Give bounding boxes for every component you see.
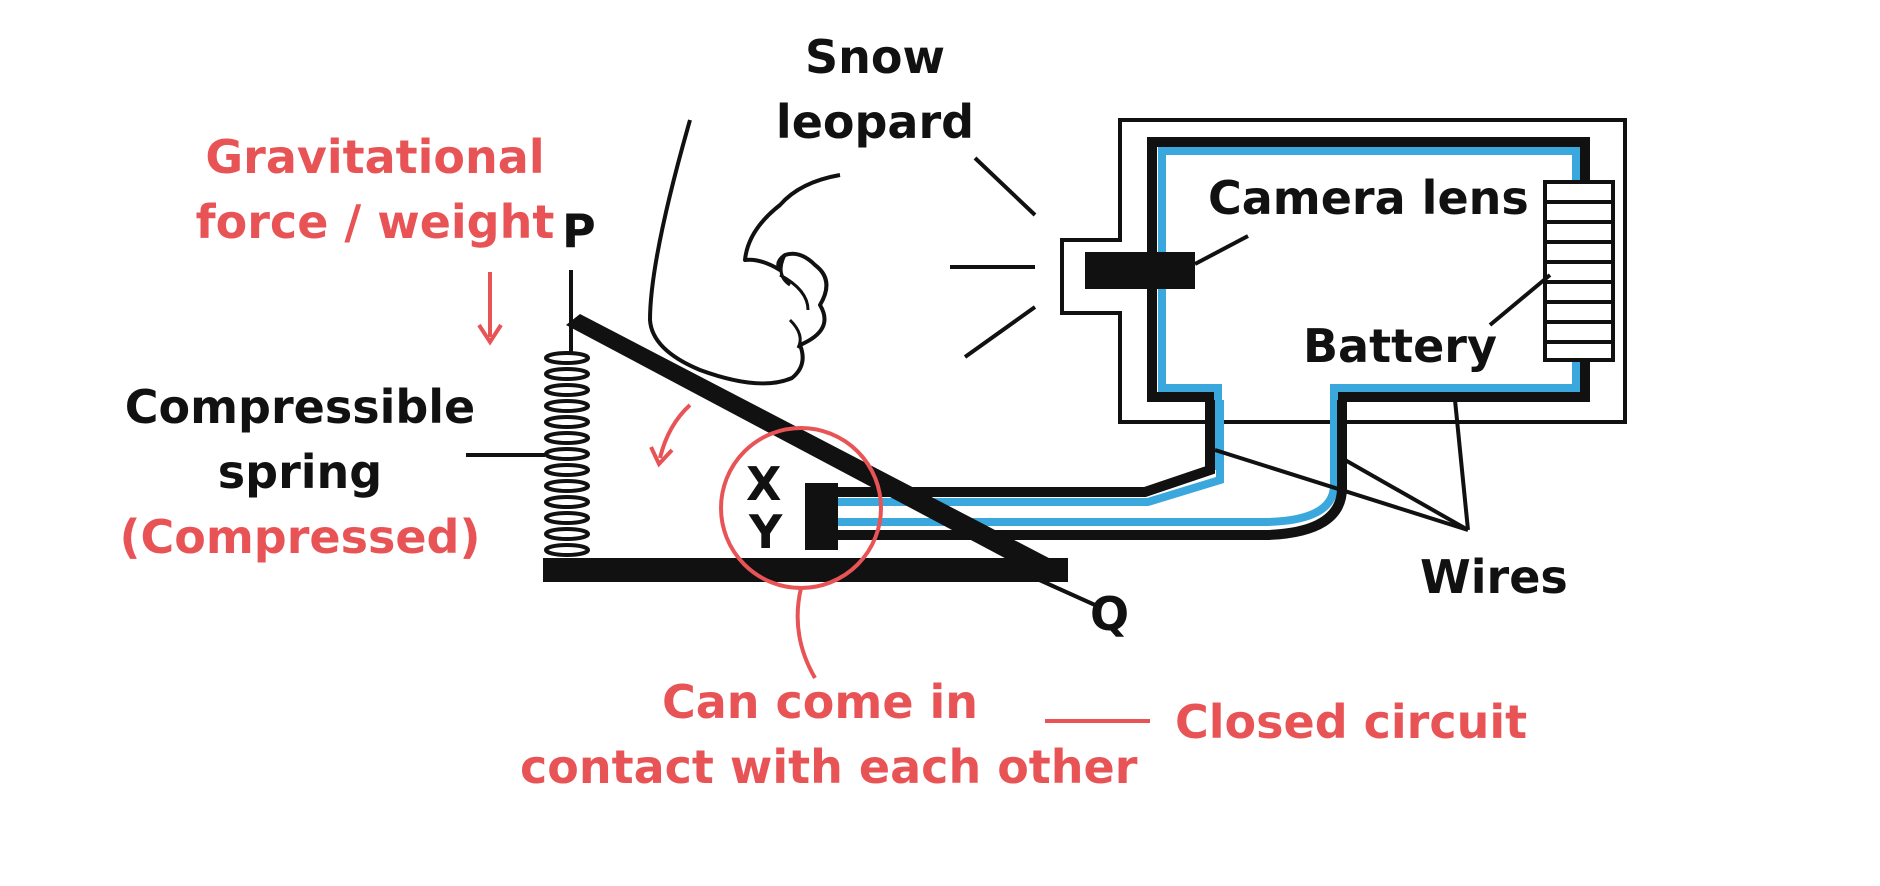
camera-inner-circuit [1147, 137, 1590, 470]
snow-leopard-label-line1: Snow [805, 30, 945, 84]
battery-label: Battery [1303, 319, 1497, 373]
snow-leopard-label-line2: leopard [775, 95, 975, 149]
tilted-plank [566, 314, 1068, 582]
battery-icon [1543, 180, 1615, 362]
wires [838, 399, 1470, 540]
spring-label-line3: (Compressed) [119, 510, 481, 564]
contact-x-label: X [746, 457, 782, 511]
camera-outer-body [1060, 118, 1627, 424]
point-q-label: Q [1090, 587, 1130, 641]
contact-label-line2: contact with each other [520, 740, 1138, 794]
wires-label: Wires [1420, 550, 1568, 604]
spring-label-line2: spring [217, 445, 383, 499]
contact-y-label: Y [749, 505, 783, 559]
contact-plate [805, 483, 838, 550]
contact-label-line1: Can come in [661, 675, 979, 729]
gravitational-label-line1: Gravitational [205, 130, 545, 184]
camera [1060, 118, 1627, 470]
snow-leopard-paw [648, 119, 841, 386]
wires-leader-2 [1344, 458, 1469, 532]
camera-lens-label: Camera lens [1208, 171, 1529, 225]
battery-leader [1488, 273, 1552, 327]
spring-label-line1: Compressible [124, 380, 476, 434]
rotation-arrow-icon [649, 403, 692, 468]
lens-leader [1194, 234, 1249, 266]
gravitational-label-line2: force / weight [195, 195, 555, 249]
camera-lens [1085, 252, 1195, 289]
wires-leader-1 [1214, 448, 1469, 532]
contact-leader [795, 587, 817, 680]
flash-rays [950, 156, 1037, 359]
down-arrow-icon [477, 272, 503, 346]
wire-upper-blue [838, 400, 1224, 506]
closed-circuit-label: Closed circuit [1175, 695, 1528, 749]
camera-inner-wire [1158, 147, 1580, 470]
spring [544, 351, 590, 557]
wires-leader-3 [1453, 399, 1470, 531]
wire-upper [838, 400, 1215, 497]
q-marker-line [1034, 576, 1096, 607]
annotations [477, 272, 1150, 723]
base-plank [543, 558, 1068, 582]
point-p-label: P [562, 204, 596, 258]
